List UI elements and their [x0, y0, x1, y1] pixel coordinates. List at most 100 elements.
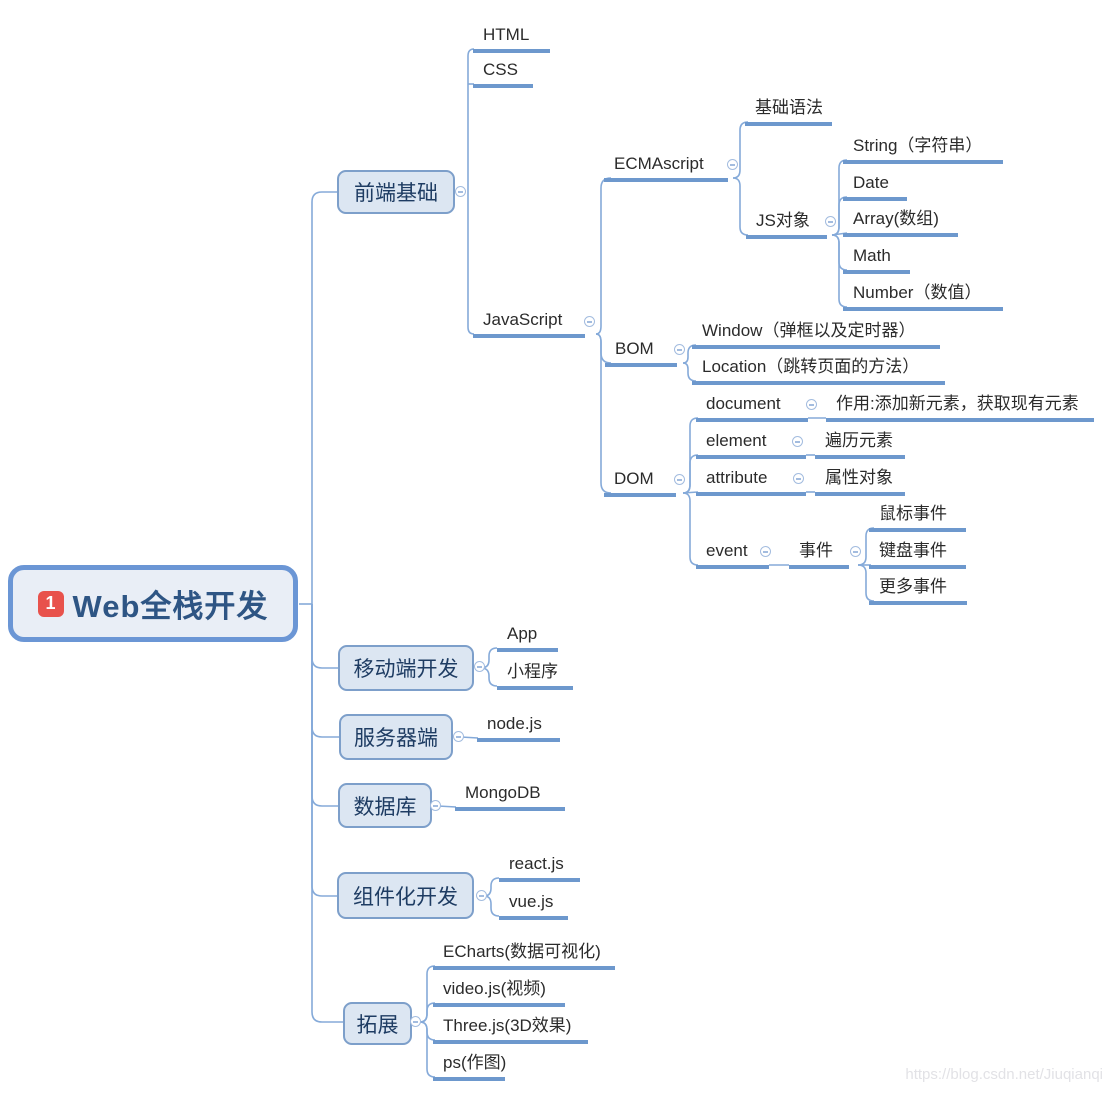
node-label: Date	[853, 173, 889, 192]
topic-server[interactable]: 服务器端	[339, 714, 453, 760]
node-mouse-event[interactable]: 鼠标事件	[869, 503, 966, 532]
node-document[interactable]: document	[696, 393, 808, 422]
node-element-note[interactable]: 遍历元素	[815, 430, 905, 459]
collapse-icon-element[interactable]	[792, 436, 803, 447]
topic-extension[interactable]: 拓展	[343, 1002, 412, 1045]
collapse-icon-extension[interactable]	[410, 1016, 421, 1027]
collapse-icon-js-object[interactable]	[825, 216, 836, 227]
node-label: HTML	[483, 25, 530, 44]
node-label: ECMAscript	[614, 154, 704, 173]
node-css[interactable]: CSS	[473, 59, 533, 88]
node-date[interactable]: Date	[843, 172, 907, 201]
topic-label: 服务器端	[354, 727, 438, 750]
collapse-icon-document[interactable]	[806, 399, 817, 410]
collapse-icon-bom[interactable]	[674, 344, 685, 355]
node-label: CSS	[483, 60, 518, 79]
node-label: Array(数组)	[853, 209, 939, 228]
node-nodejs[interactable]: node.js	[477, 713, 560, 742]
collapse-icon-javascript[interactable]	[584, 316, 595, 327]
node-label: 键盘事件	[879, 541, 947, 560]
node-more-event[interactable]: 更多事件	[869, 576, 967, 605]
collapse-icon-component[interactable]	[476, 890, 487, 901]
node-js-object[interactable]: JS对象	[746, 210, 827, 239]
node-label: 鼠标事件	[879, 504, 947, 523]
collapse-icon-mobile[interactable]	[474, 661, 485, 672]
node-ecmascript[interactable]: ECMAscript	[604, 153, 728, 182]
collapse-icon-dom[interactable]	[674, 474, 685, 485]
collapse-icon-ecmascript[interactable]	[727, 159, 738, 170]
node-label: ECharts(数据可视化)	[443, 942, 601, 961]
node-label: element	[706, 431, 767, 450]
node-label: 作用:添加新元素，获取现有元素	[836, 394, 1079, 413]
node-vuejs[interactable]: vue.js	[499, 891, 568, 920]
collapse-icon-frontend[interactable]	[455, 186, 466, 197]
node-label: JavaScript	[483, 310, 563, 329]
node-label: event	[706, 541, 748, 560]
node-math[interactable]: Math	[843, 245, 910, 274]
node-label: 基础语法	[755, 98, 823, 117]
node-attribute[interactable]: attribute	[696, 467, 806, 496]
node-videojs[interactable]: video.js(视频)	[433, 978, 565, 1007]
node-mongodb[interactable]: MongoDB	[455, 782, 565, 811]
node-label: 事件	[799, 541, 833, 560]
node-dom[interactable]: DOM	[604, 468, 676, 497]
node-label: vue.js	[509, 892, 554, 911]
topic-label: 拓展	[356, 1013, 399, 1037]
node-string[interactable]: String（字符串）	[843, 135, 1003, 164]
topic-mobile[interactable]: 移动端开发	[338, 645, 474, 691]
collapse-icon-event[interactable]	[760, 546, 771, 557]
node-label: react.js	[509, 854, 564, 873]
topic-frontend[interactable]: 前端基础	[337, 170, 455, 214]
node-label: 更多事件	[879, 577, 947, 596]
node-label: DOM	[614, 469, 654, 488]
node-label: Location（跳转页面的方法）	[702, 357, 920, 376]
node-label: String（字符串）	[853, 136, 983, 155]
node-html[interactable]: HTML	[473, 24, 550, 53]
node-element[interactable]: element	[696, 430, 806, 459]
node-document-note[interactable]: 作用:添加新元素，获取现有元素	[826, 393, 1094, 422]
topic-label: 前端基础	[354, 182, 438, 205]
collapse-icon-database[interactable]	[430, 800, 441, 811]
csdn-watermark: https://blog.csdn.net/Jiuqianqi	[905, 1066, 1103, 1083]
node-label: BOM	[615, 339, 654, 358]
node-basic-syntax[interactable]: 基础语法	[745, 97, 832, 126]
node-keyboard-event[interactable]: 键盘事件	[869, 540, 966, 569]
node-label: ps(作图)	[443, 1053, 507, 1072]
topic-label: 组件化开发	[353, 885, 458, 909]
node-label: video.js(视频)	[443, 979, 546, 998]
node-location[interactable]: Location（跳转页面的方法）	[692, 356, 945, 385]
node-label: MongoDB	[465, 783, 541, 802]
collapse-icon-attribute[interactable]	[793, 473, 804, 484]
node-javascript[interactable]: JavaScript	[473, 309, 585, 338]
node-threejs[interactable]: Three.js(3D效果)	[433, 1015, 588, 1044]
node-event[interactable]: event	[696, 540, 769, 569]
node-label: Three.js(3D效果)	[443, 1016, 572, 1035]
node-reactjs[interactable]: react.js	[499, 853, 580, 882]
node-label: node.js	[487, 714, 542, 733]
topic-label: 数据库	[353, 795, 417, 819]
priority-badge: 1	[37, 590, 64, 617]
node-label: 属性对象	[825, 468, 893, 487]
node-app[interactable]: App	[497, 623, 558, 652]
node-bom[interactable]: BOM	[605, 338, 677, 367]
node-number[interactable]: Number（数值）	[843, 282, 1003, 311]
topic-component[interactable]: 组件化开发	[337, 872, 474, 919]
node-label: 小程序	[507, 662, 558, 681]
node-mini-program[interactable]: 小程序	[497, 661, 573, 690]
node-ps[interactable]: ps(作图)	[433, 1052, 507, 1081]
root-topic-label: Web全栈开发	[72, 589, 269, 624]
node-echarts[interactable]: ECharts(数据可视化)	[433, 941, 615, 970]
node-label: App	[507, 624, 538, 643]
node-label: Number（数值）	[853, 283, 982, 302]
node-window[interactable]: Window（弹框以及定时器）	[692, 320, 940, 349]
collapse-icon-server[interactable]	[453, 731, 464, 742]
topic-label: 移动端开发	[353, 658, 459, 681]
topic-database[interactable]: 数据库	[338, 783, 432, 828]
root-topic[interactable]: 1 Web全栈开发	[8, 565, 298, 642]
node-attribute-note[interactable]: 属性对象	[815, 467, 905, 496]
node-shijian[interactable]: 事件	[789, 540, 849, 569]
collapse-icon-shijian[interactable]	[850, 546, 861, 557]
node-array[interactable]: Array(数组)	[843, 208, 958, 237]
